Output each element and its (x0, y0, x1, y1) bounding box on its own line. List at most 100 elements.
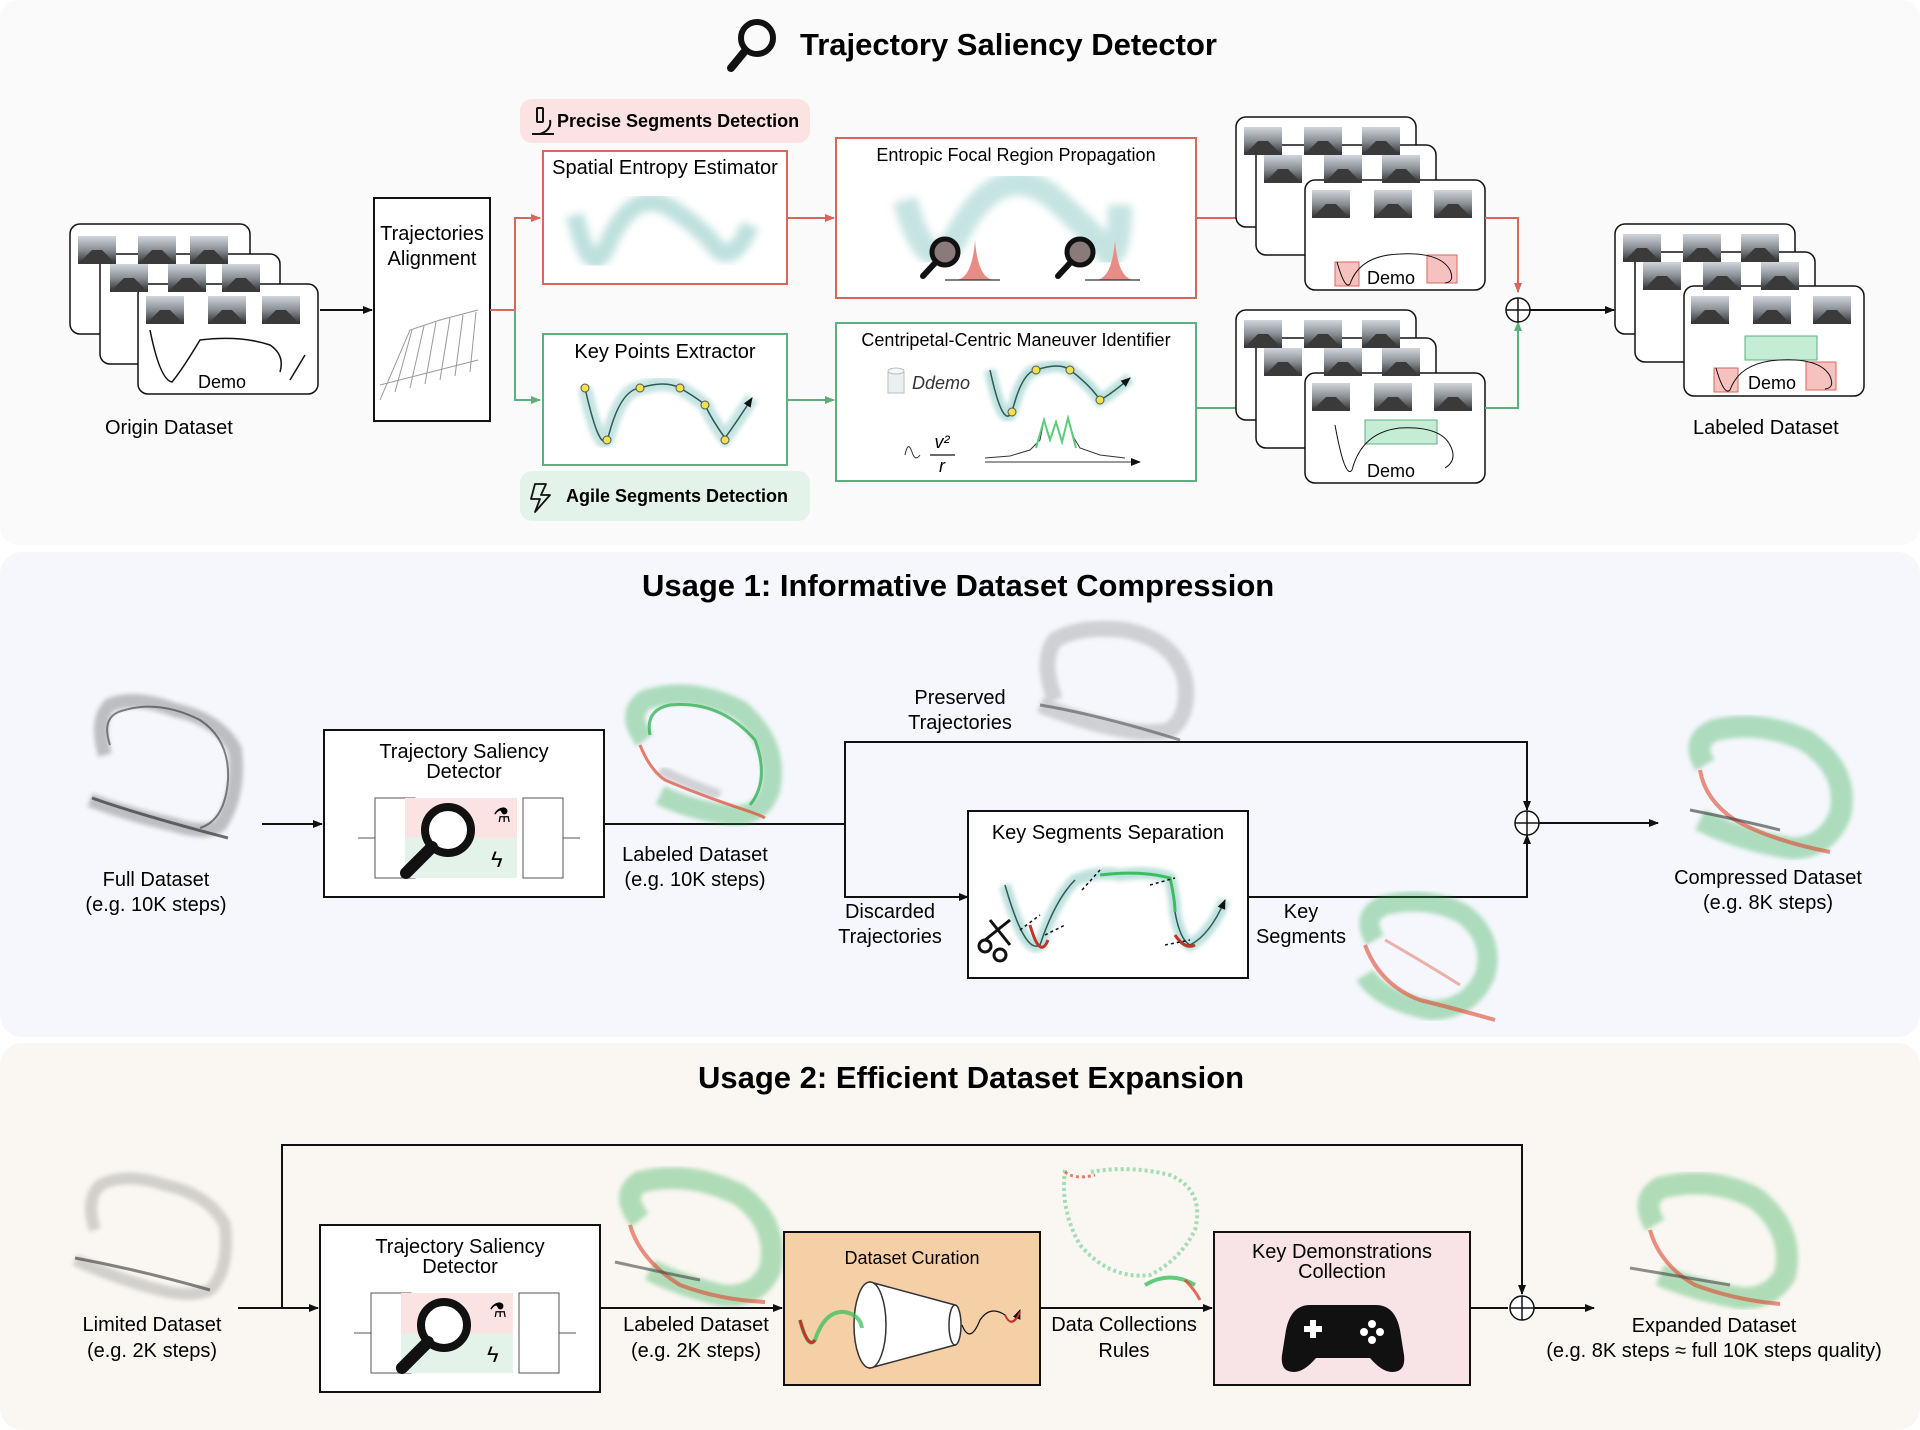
full-dataset-line-1: Full Dataset (103, 869, 210, 891)
full-dataset-trajectories (87, 694, 243, 840)
formula-numerator: v² (935, 432, 951, 452)
key-segments-trajectories (1356, 891, 1498, 1022)
full-dataset-line-2: (e.g. 10K steps) (85, 894, 226, 916)
arrow-precise-to-merge (1485, 217, 1522, 293)
dataset-curation-box: Dataset Curation (783, 1231, 1041, 1386)
kdc-line-1: Key Demonstrations (1252, 1241, 1432, 1263)
plus-circle-icon (1505, 297, 1531, 323)
lightning-icon: ϟ (491, 847, 503, 872)
magnifier-icon (920, 236, 961, 279)
precise-demo-label: Demo (1367, 268, 1415, 288)
alignment-line-2: Alignment (388, 248, 477, 270)
arrow-key-segments (1248, 834, 1531, 898)
spatial-entropy-label: Spatial Entropy Estimator (552, 157, 778, 179)
lightning-icon: ϟ (487, 1342, 499, 1367)
panel-usage1 (0, 552, 1920, 1037)
arrow-agile-to-merge (1485, 321, 1522, 409)
microscope-icon (532, 107, 554, 135)
centripetal-box: Centripetal-Centric Maneuver Identifier … (835, 322, 1197, 482)
agile-badge-label: Agile Segments Detection (566, 486, 788, 506)
tsd-box-usage1: Trajectory Saliency Detector ⚗ ϟ (323, 729, 605, 898)
arrow-to-precise (490, 214, 541, 311)
origin-demo-label: Demo (198, 372, 246, 392)
top-title: Trajectory Saliency Detector (800, 27, 1217, 62)
microscope-icon: ⚗ (489, 1300, 507, 1322)
compressed-line-2: (e.g. 8K steps) (1703, 892, 1833, 914)
arrow-discarded (844, 824, 969, 901)
tsd2-line-2: Detector (422, 1256, 498, 1278)
precise-segments-badge: Precise Segments Detection (520, 99, 810, 143)
alignment-box: Trajectories Alignment (373, 197, 491, 422)
centripetal-label: Centripetal-Centric Maneuver Identifier (861, 330, 1170, 350)
arrow-to-agile (514, 310, 541, 404)
expanded-line-1: Expanded Dataset (1632, 1315, 1797, 1337)
tsd2-line-1: Trajectory Saliency (375, 1236, 544, 1258)
arrow-bypass (281, 1144, 1526, 1308)
origin-dataset-label: Origin Dataset (105, 417, 233, 439)
discarded-line-2: Trajectories (838, 926, 942, 948)
magnifier-icon (1055, 236, 1096, 279)
key-segments-line-2: Segments (1256, 926, 1346, 948)
labeled-u2-line-2: (e.g. 2K steps) (631, 1340, 761, 1362)
tsd1-line-1: Trajectory Saliency (379, 741, 548, 763)
precise-badge-label: Precise Segments Detection (557, 111, 799, 131)
limited-line-1: Limited Dataset (83, 1314, 222, 1336)
microscope-icon: ⚗ (493, 805, 511, 827)
labeled-trajectories-1 (625, 684, 782, 826)
curation-label: Dataset Curation (844, 1248, 979, 1268)
labeled-dataset-label: Labeled Dataset (1693, 417, 1839, 439)
tsd-box-usage2: Trajectory Saliency Detector ⚗ ϟ (319, 1224, 601, 1393)
agile-demo-stack: Demo (1235, 309, 1486, 484)
arrow-preserved (844, 741, 1531, 824)
labeled-trajectories-2 (614, 1167, 783, 1307)
expanded-trajectories (1629, 1172, 1798, 1310)
formula-denominator: r (939, 456, 946, 476)
title-magnifier-icon (727, 19, 776, 72)
lightning-icon (530, 483, 551, 513)
spatial-entropy-box: Spatial Entropy Estimator (542, 150, 788, 285)
agile-segments-badge: Agile Segments Detection (520, 471, 810, 521)
precise-demo-stack: Demo (1235, 116, 1486, 291)
expanded-line-2: (e.g. 8K steps ≈ full 10K steps quality) (1546, 1340, 1882, 1362)
usage1-title: Usage 1: Informative Dataset Compression (642, 568, 1274, 603)
key-points-label: Key Points Extractor (574, 341, 756, 363)
data-collection-rules-trajectory (1062, 1167, 1202, 1301)
discarded-line-1: Discarded (845, 901, 935, 923)
scissors-icon (977, 918, 1012, 963)
plus-circle-icon (1509, 1295, 1535, 1321)
origin-dataset-stack: Demo (69, 223, 319, 395)
tsd1-line-2: Detector (426, 761, 502, 783)
limited-dataset-trajectories (72, 1172, 232, 1300)
compressed-line-1: Compressed Dataset (1674, 867, 1862, 889)
preserved-line-1: Preserved (914, 687, 1005, 709)
compressed-trajectories (1688, 715, 1853, 860)
kdc-line-2: Collection (1298, 1261, 1386, 1283)
funnel-icon (853, 1281, 962, 1369)
labeled-demo-label: Demo (1748, 373, 1796, 393)
limited-line-2: (e.g. 2K steps) (87, 1340, 217, 1362)
magnifier-icon (400, 803, 475, 879)
key-points-box: Key Points Extractor (542, 333, 788, 466)
cylinder-icon (887, 367, 905, 394)
agile-demo-label: Demo (1367, 461, 1415, 481)
gamepad-icon (1281, 1305, 1405, 1372)
key-segments-line-1: Key (1284, 901, 1318, 923)
key-demonstrations-box: Key Demonstrations Collection (1213, 1231, 1471, 1386)
entropic-focal-label: Entropic Focal Region Propagation (876, 145, 1155, 165)
kss-label: Key Segments Separation (992, 822, 1224, 844)
labeled-u2-line-1: Labeled Dataset (623, 1314, 769, 1336)
usage2-title: Usage 2: Efficient Dataset Expansion (698, 1060, 1244, 1095)
alignment-line-1: Trajectories (380, 223, 484, 245)
rules-line-2: Rules (1098, 1340, 1149, 1362)
magnifier-icon (396, 1298, 471, 1374)
key-segments-separation-box: Key Segments Separation (967, 810, 1249, 979)
plus-circle-icon (1514, 810, 1540, 836)
preserved-line-2: Trajectories (908, 712, 1012, 734)
d-demo-label: Ddemo (912, 373, 970, 393)
labeled-dataset-stack: Demo (1614, 223, 1865, 397)
labeled-u1-line-1: Labeled Dataset (622, 844, 768, 866)
labeled-u1-line-2: (e.g. 10K steps) (624, 869, 765, 891)
rules-line-1: Data Collections (1051, 1314, 1197, 1336)
entropic-focal-box: Entropic Focal Region Propagation (835, 137, 1197, 299)
